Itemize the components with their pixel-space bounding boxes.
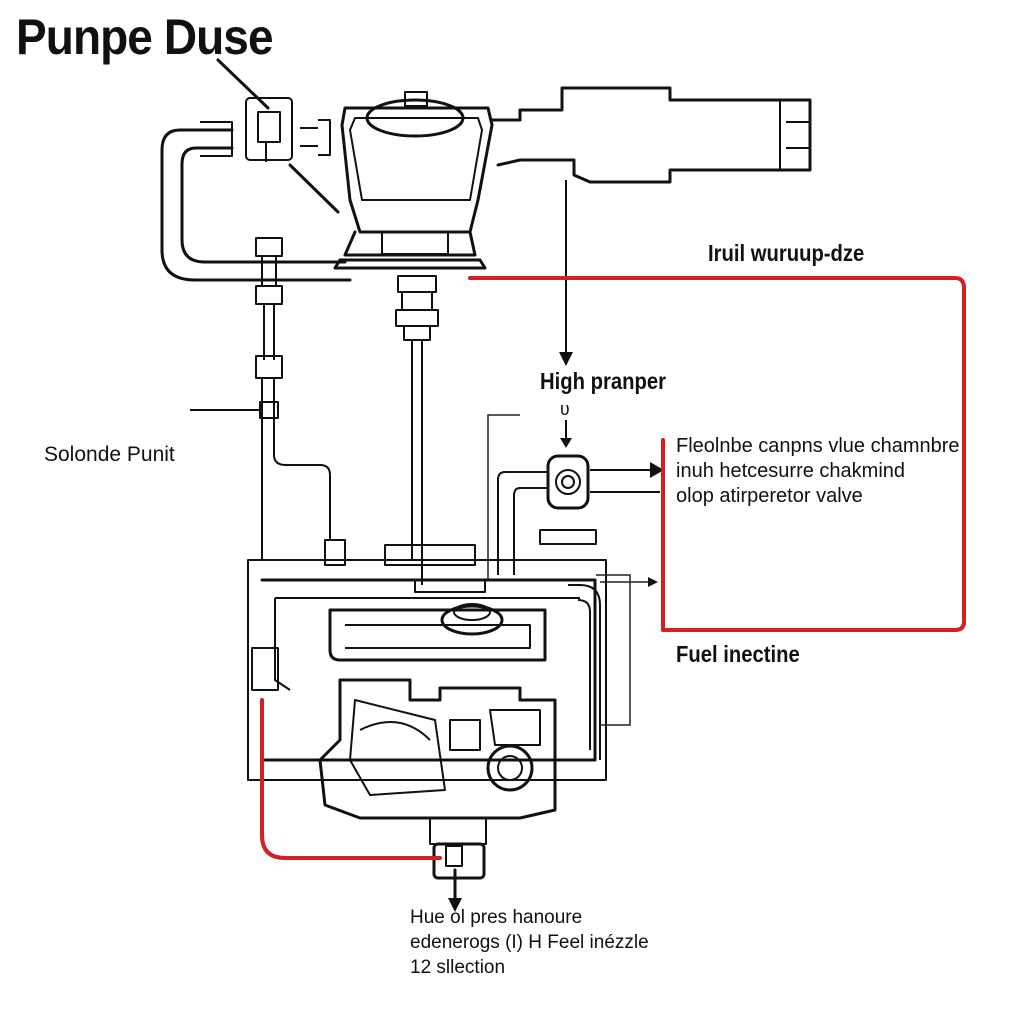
label-fuel-wurup: Iruil wuruup-dze bbox=[708, 240, 865, 266]
pressure-lead bbox=[559, 180, 573, 448]
high-pressure-valve bbox=[487, 414, 664, 580]
solenoid-feed-line bbox=[190, 237, 331, 560]
label-solonde-punit: Solonde Punit bbox=[44, 443, 175, 466]
fuel-injector bbox=[429, 817, 487, 912]
injector-leads bbox=[596, 574, 658, 726]
return-pipe-left bbox=[160, 121, 352, 282]
title-connector bbox=[216, 58, 340, 214]
label-high-pranper: High pranper bbox=[540, 368, 666, 394]
outlet-pipe-right bbox=[490, 86, 812, 184]
engine-block bbox=[247, 539, 607, 781]
label-flexible-line-3: olop atirperetor valve bbox=[676, 485, 863, 507]
cylinder-head bbox=[318, 678, 557, 820]
pump-head bbox=[333, 91, 494, 270]
diagram-title: Punpe Duse bbox=[16, 9, 274, 65]
label-fuel-inectine: Fuel inectine bbox=[676, 641, 800, 667]
fuel-line-red bbox=[260, 276, 966, 860]
label-bottom-line-2: edenerogs (I) H Feel inézzle bbox=[410, 932, 649, 953]
label-flexible-line-1: Fleolnbe canpns vlue chamnbre bbox=[676, 435, 960, 457]
label-flexible-line-2: inuh hetcesurre chakmind bbox=[676, 460, 906, 482]
pump-plunger bbox=[395, 275, 439, 585]
label-bottom-line-1: Hue ol pres hanoure bbox=[410, 907, 583, 928]
label-bottom-line-3: 12 sllection bbox=[410, 957, 506, 978]
label-arrow-glyph: ʋ bbox=[560, 399, 570, 419]
